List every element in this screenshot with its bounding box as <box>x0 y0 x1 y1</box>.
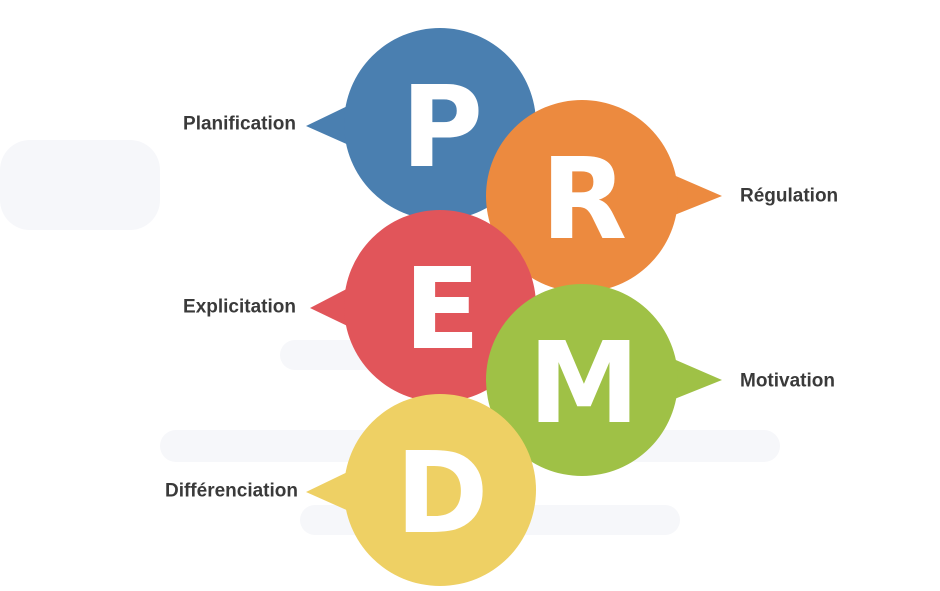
bubble-p-letter: P <box>401 63 483 193</box>
label-planification: Planification <box>183 114 296 135</box>
bubble-m-letter: M <box>528 319 639 449</box>
bubble-m-circle <box>486 284 678 476</box>
label-differenciation: Différenciation <box>165 481 298 502</box>
label-explicitation: Explicitation <box>183 297 296 318</box>
bubble-e-circle <box>344 210 536 402</box>
bubble-p-circle <box>344 28 536 220</box>
label-motivation: Motivation <box>740 371 835 392</box>
bubble-r: R <box>486 100 722 292</box>
bubble-r-letter: R <box>541 135 627 265</box>
bubble-m: M <box>486 284 722 476</box>
bubble-d-circle <box>344 394 536 586</box>
bubble-d-letter: D <box>396 429 489 559</box>
bubble-d: D <box>306 394 536 586</box>
bubble-r-circle <box>486 100 678 292</box>
bubble-e: E <box>310 210 536 402</box>
bubble-e-letter: E <box>404 245 481 375</box>
label-regulation: Régulation <box>740 186 838 207</box>
bubble-p: P <box>306 28 536 220</box>
